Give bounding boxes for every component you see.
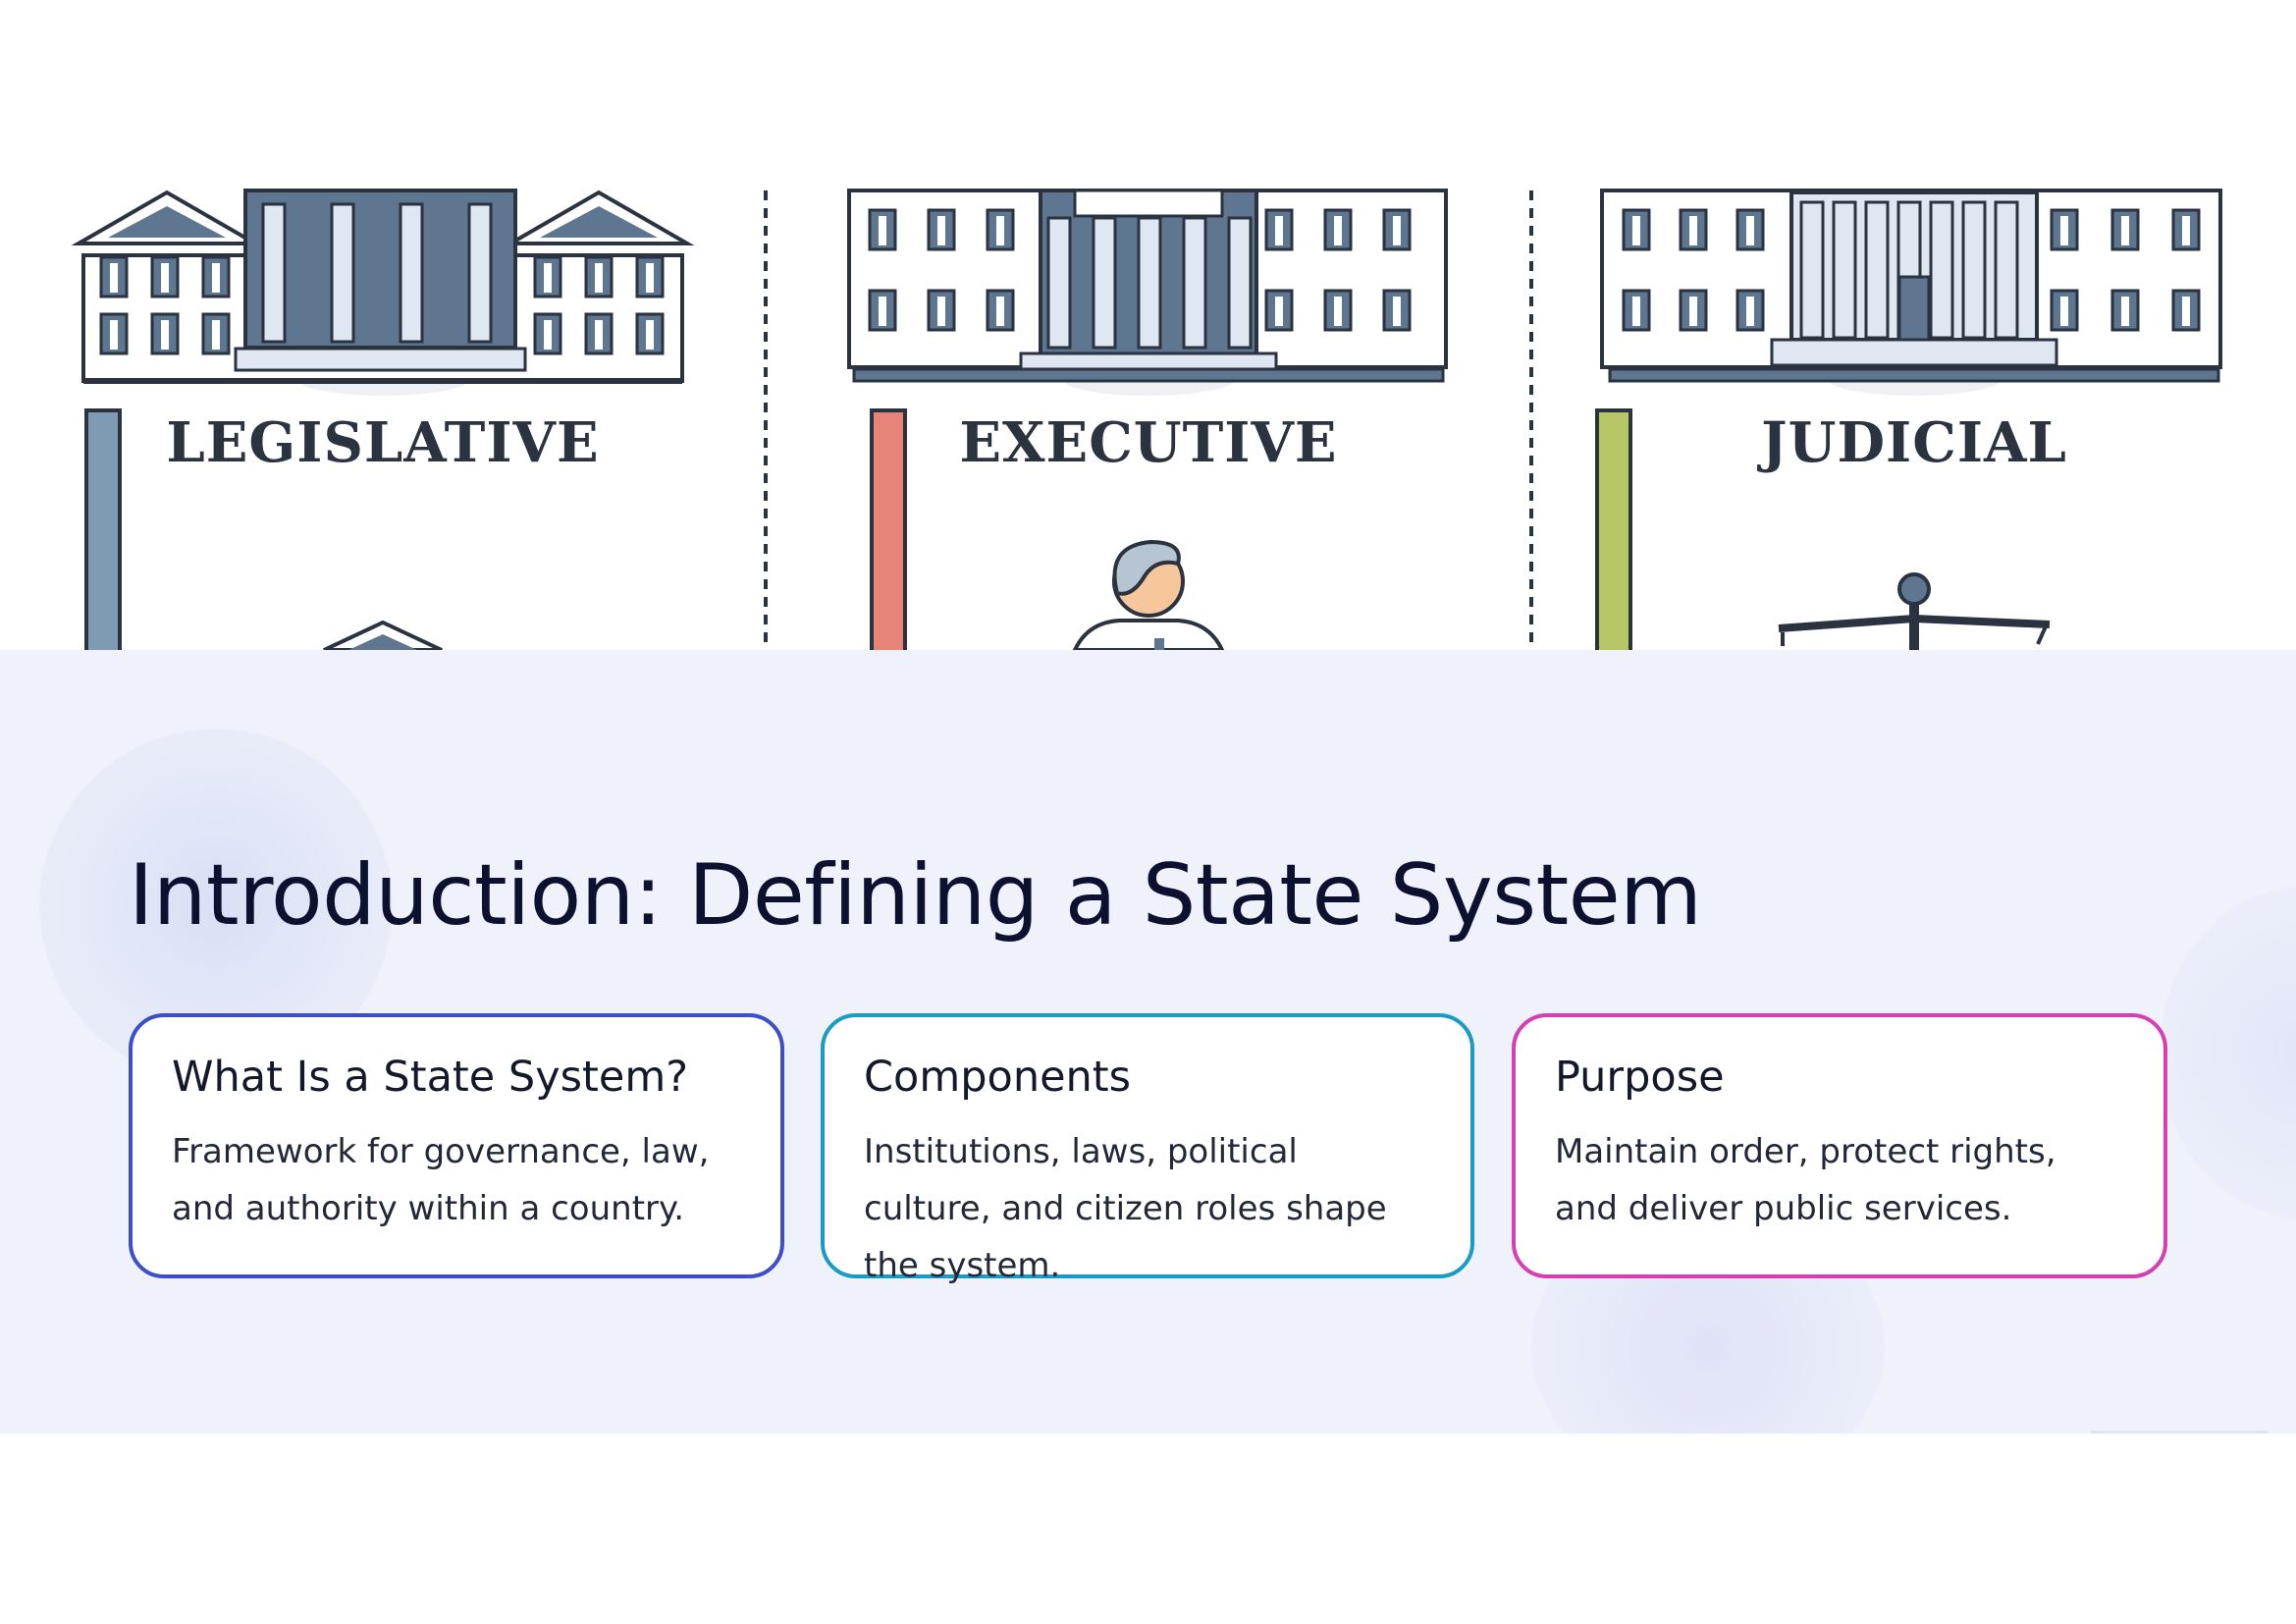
window	[2060, 297, 2068, 326]
window	[212, 263, 220, 293]
person-icon	[1112, 539, 1181, 596]
card-title: Components	[864, 1053, 1132, 1102]
branch-label-legislative: LEGISLATIVE	[166, 410, 600, 475]
judicial-base	[1608, 367, 2220, 383]
executive-column	[1182, 216, 1207, 350]
window	[1393, 297, 1401, 326]
three-branches-illustration: LEGISLATIVE EXECUTIVE JUDICIAL	[0, 0, 2296, 650]
window	[996, 297, 1004, 326]
window	[2121, 297, 2129, 326]
legislative-pediment-right	[540, 206, 658, 238]
judicial-column	[1832, 200, 1857, 340]
window	[595, 320, 603, 350]
branch-label-executive: EXECUTIVE	[959, 410, 1338, 475]
window	[595, 263, 603, 293]
window	[2121, 216, 2129, 245]
judicial-column	[1961, 200, 1987, 340]
judicial-steps	[1770, 338, 2058, 367]
card-title: What Is a State System?	[172, 1053, 689, 1102]
window	[1746, 297, 1754, 326]
window	[1334, 216, 1342, 245]
window	[937, 216, 945, 245]
scales-icon	[1897, 572, 1931, 606]
capitol-dome-icon	[348, 634, 417, 650]
window	[1334, 297, 1342, 326]
accent-bar	[870, 408, 907, 650]
page-title: Introduction: Defining a State System	[129, 846, 1702, 945]
window	[544, 320, 552, 350]
window	[879, 216, 886, 245]
card-body: Framework for governance, law, and autho…	[172, 1132, 710, 1228]
judicial-column	[1929, 200, 1954, 340]
window	[2182, 297, 2190, 326]
scales-icon	[1778, 614, 2051, 632]
legislative-pediment-left	[108, 206, 226, 238]
executive-column	[1092, 216, 1117, 350]
intro-panel: Introduction: Defining a State System Wh…	[0, 650, 2296, 1434]
window	[1632, 297, 1640, 326]
window	[1275, 216, 1283, 245]
window	[646, 320, 654, 350]
executive-column	[1137, 216, 1162, 350]
person-icon	[1072, 619, 1225, 650]
window	[110, 263, 118, 293]
window	[646, 263, 654, 293]
judicial-column	[1864, 200, 1890, 340]
window	[1746, 216, 1754, 245]
window	[1632, 216, 1640, 245]
window	[879, 297, 886, 326]
judicial-column	[1799, 200, 1825, 340]
executive-cornice	[1073, 189, 1224, 218]
legislative-column	[467, 202, 493, 344]
window	[1689, 216, 1697, 245]
scales-icon	[2036, 625, 2048, 645]
accent-bar	[84, 408, 122, 650]
executive-base	[852, 367, 1445, 383]
window	[1275, 297, 1283, 326]
card-body: Institutions, laws, political culture, a…	[864, 1132, 1387, 1285]
card-components: Components Institutions, laws, political…	[821, 1013, 1474, 1285]
legislative-steps	[234, 347, 527, 372]
divider-line	[2091, 1431, 2268, 1434]
window	[110, 320, 118, 350]
legislative-column	[261, 202, 287, 344]
card-purpose: Purpose Maintain order, protect rights, …	[1512, 1013, 2167, 1278]
card-what-is-state-system: What Is a State System? Framework for go…	[129, 1013, 784, 1278]
window	[161, 263, 169, 293]
window	[212, 320, 220, 350]
window	[1393, 216, 1401, 245]
window	[2182, 216, 2190, 245]
card-body: Maintain order, protect rights, and deli…	[1555, 1132, 2056, 1228]
legislative-column	[330, 202, 355, 344]
window	[544, 263, 552, 293]
person-icon	[1154, 638, 1164, 650]
executive-column	[1227, 216, 1253, 350]
window	[996, 216, 1004, 245]
window	[1689, 297, 1697, 326]
branch-label-judicial: JUDICIAL	[1761, 410, 2067, 475]
executive-column	[1046, 216, 1072, 350]
card-title: Purpose	[1555, 1053, 1725, 1102]
accent-bar	[1595, 408, 1632, 650]
judicial-door	[1897, 275, 1931, 344]
window	[2060, 216, 2068, 245]
window	[937, 297, 945, 326]
judicial-column	[1994, 200, 2019, 340]
window	[161, 320, 169, 350]
legislative-column	[399, 202, 424, 344]
branches-artwork	[71, 189, 2222, 650]
